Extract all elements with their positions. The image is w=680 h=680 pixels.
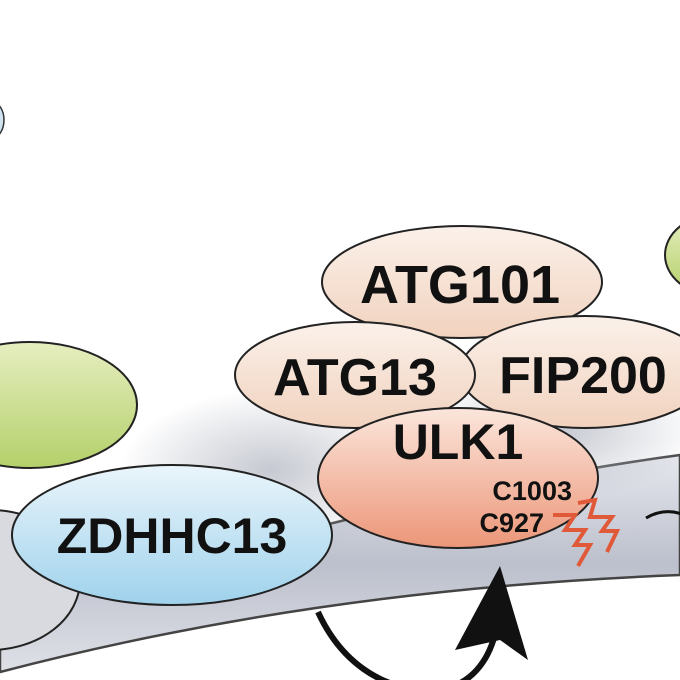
- atg101-label: ATG101: [360, 255, 560, 315]
- atg101-protein: ATG101: [321, 225, 603, 339]
- green-protein: [0, 341, 138, 469]
- blue-protein-edge: [0, 105, 5, 135]
- atg13-label: ATG13: [273, 349, 437, 407]
- ulk1-protein: ULK1 C1003 C927: [317, 407, 599, 549]
- fip200-protein: FIP200: [459, 315, 680, 429]
- fip200-label: FIP200: [499, 347, 667, 405]
- site-c927: C927: [479, 508, 544, 538]
- zdhhc13-label: ZDHHC13: [57, 508, 288, 564]
- palmitoyl-anchor-icon: [553, 497, 621, 567]
- green-protein-right: [664, 225, 680, 285]
- inhibition-line: [645, 510, 680, 520]
- ulk1-label: ULK1: [393, 414, 524, 470]
- palmitoylation-arrow: [315, 566, 528, 680]
- site-c1003: C1003: [492, 476, 572, 506]
- atg13-protein: ATG13: [234, 321, 476, 429]
- zdhhc13-protein: ZDHHC13: [11, 464, 333, 606]
